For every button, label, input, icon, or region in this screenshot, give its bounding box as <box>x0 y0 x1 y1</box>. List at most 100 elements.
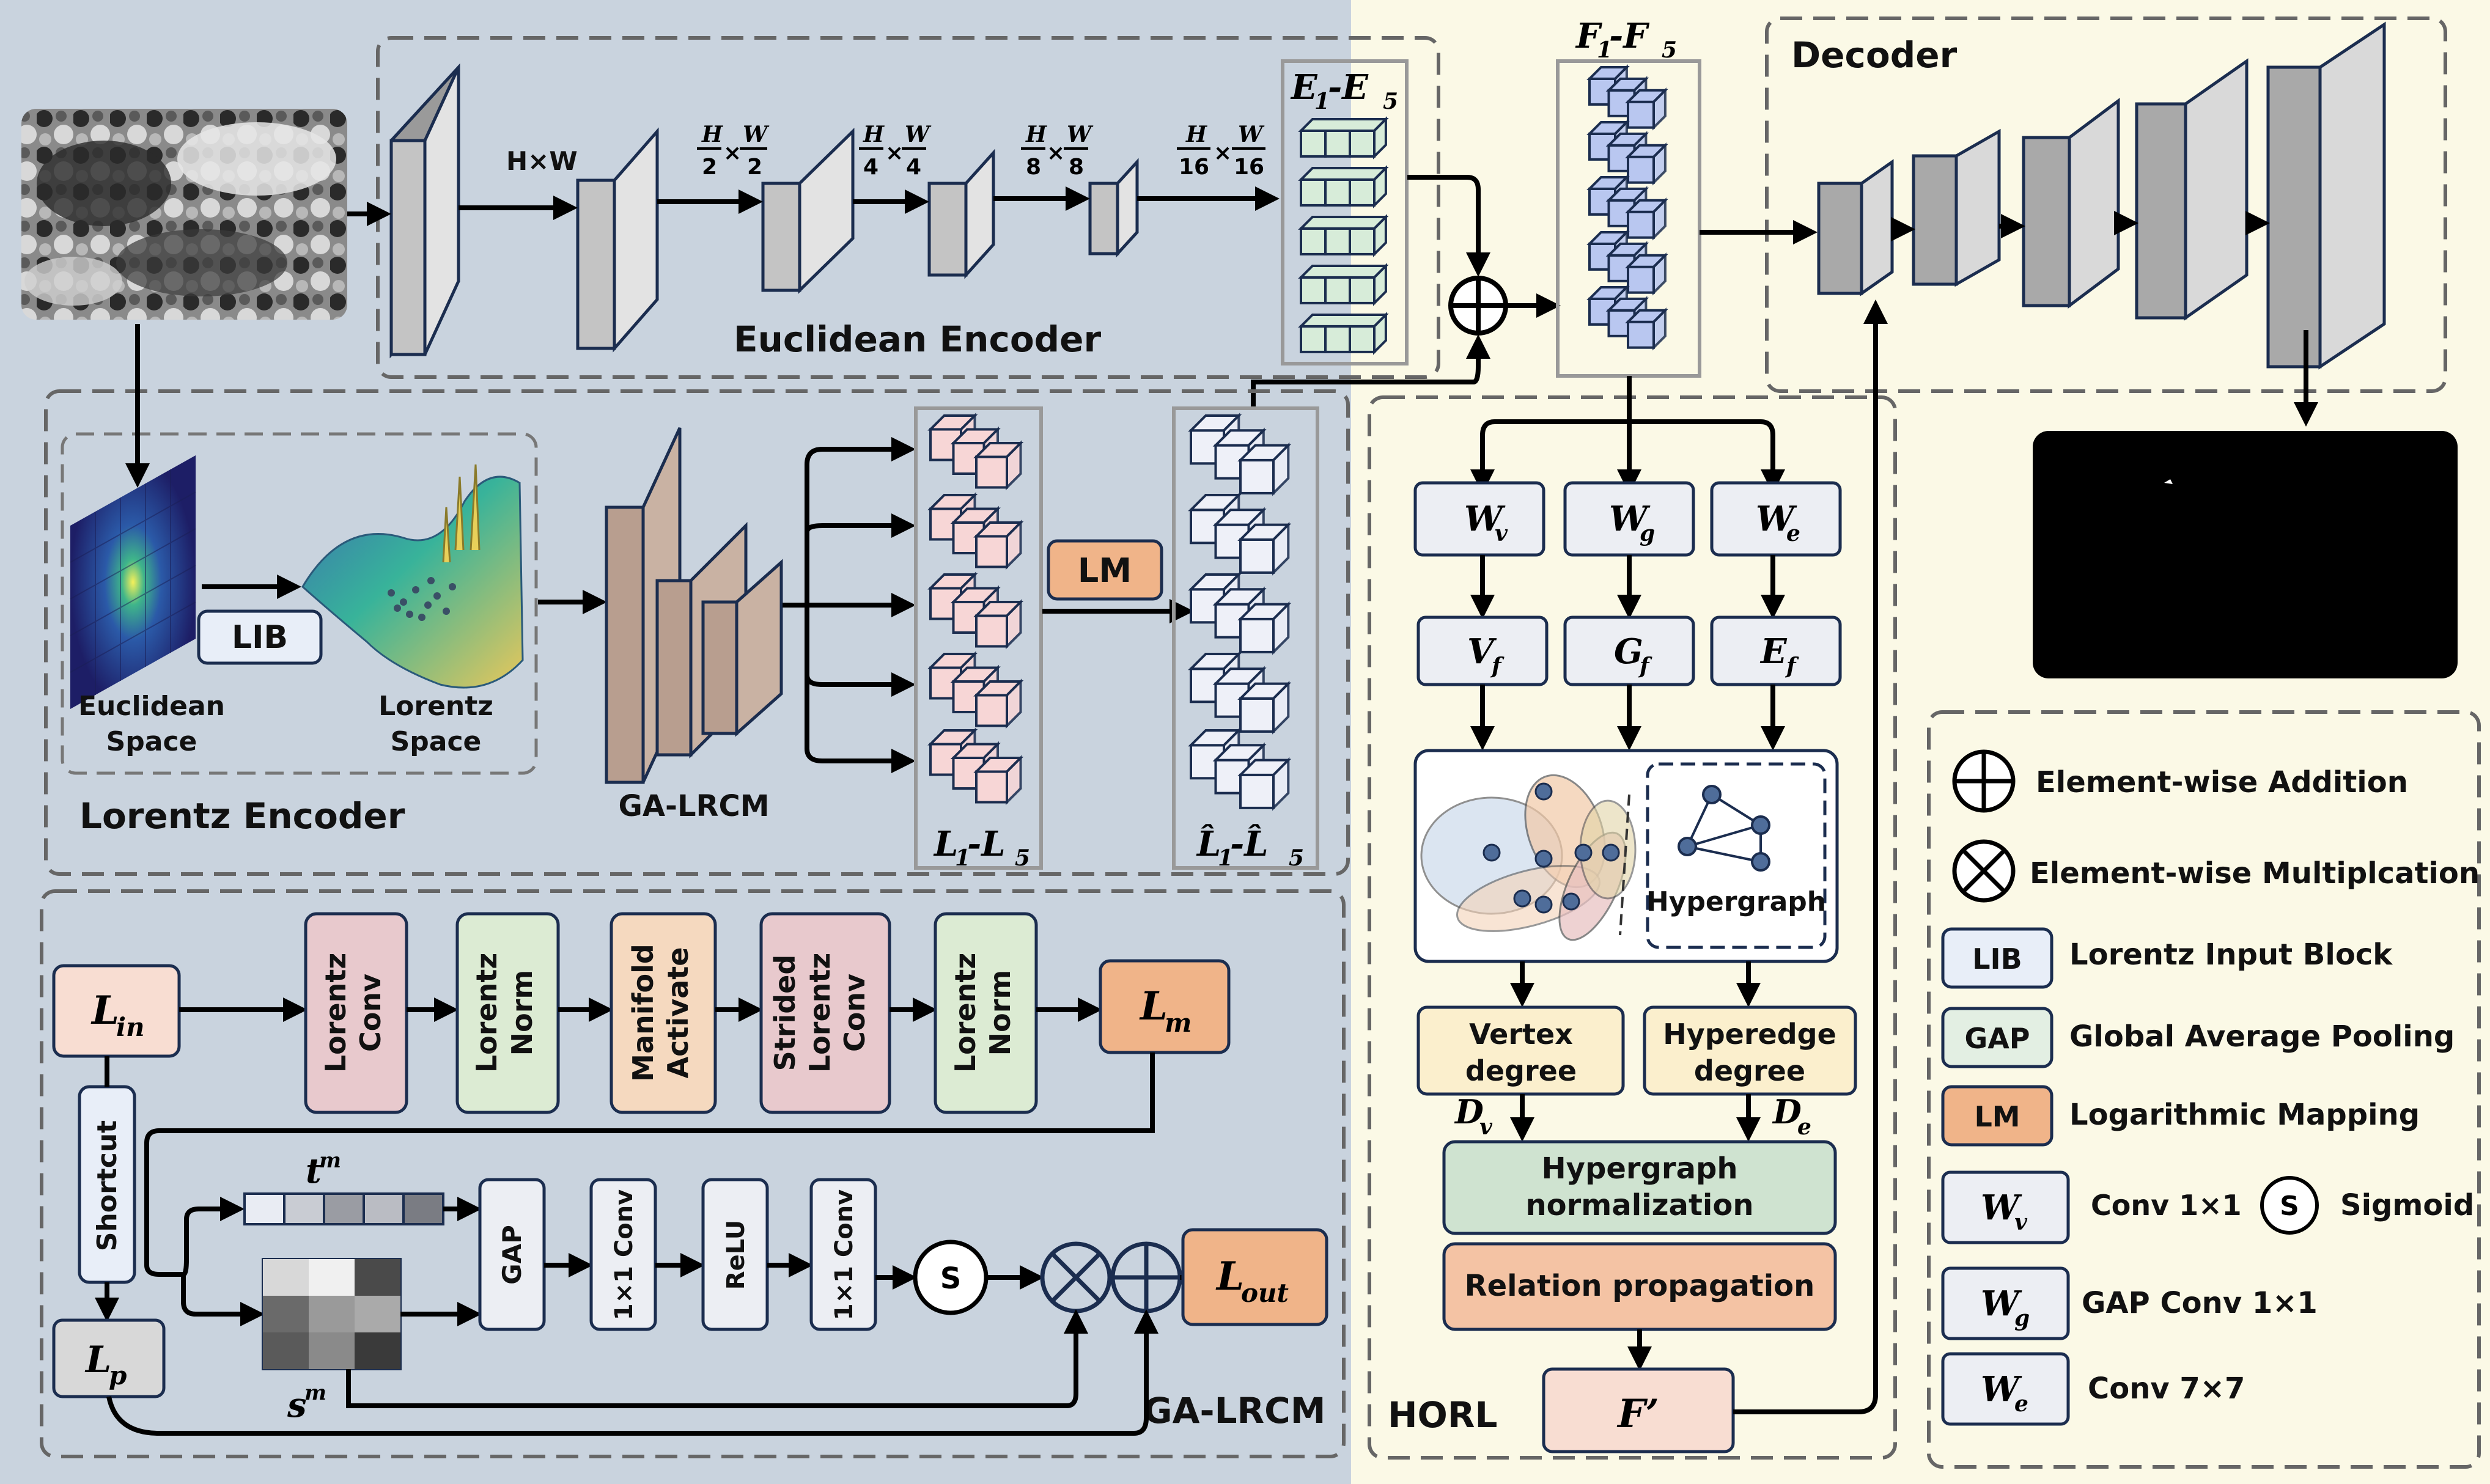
lorentz-space-label-2: Space <box>391 726 482 757</box>
l-row-2 <box>927 492 1024 570</box>
lhat-stack-cubes <box>1188 413 1292 811</box>
encoder-block-3 <box>761 128 855 294</box>
output-mask <box>2033 431 2458 678</box>
decoder-frame <box>1765 17 2447 393</box>
svg-text:1: 1 <box>1218 845 1233 871</box>
lhat-row-2 <box>1188 492 1292 576</box>
svg-text:-F: -F <box>1609 16 1650 56</box>
size-label-sixteenth: H 16 × W 16 <box>1177 122 1265 180</box>
e-row-3 <box>1298 214 1389 257</box>
addition-junction <box>1448 276 1508 336</box>
l-out-box: L out <box>1181 1228 1328 1326</box>
galrcm-branch-arrows <box>783 437 916 773</box>
galrcm-detail-frame <box>40 889 1346 1458</box>
svg-text:1: 1 <box>1597 37 1612 63</box>
svg-text:p: p <box>109 1361 127 1390</box>
strided-lorentz-conv-box: Strided Lorentz Conv <box>759 912 891 1114</box>
lorentz-encoder-title: Lorentz Encoder <box>79 795 405 837</box>
l-row-1 <box>927 413 1024 491</box>
l-row-5 <box>927 727 1024 806</box>
l-p-box: L p <box>52 1318 166 1398</box>
arrow-sm-mult <box>346 1309 1088 1408</box>
f-prime-label: F’ <box>1616 1391 1659 1437</box>
f-stack-cubes <box>1586 64 1668 351</box>
svg-text:E: E <box>1290 67 1318 108</box>
l-in-box: L in <box>52 964 181 1058</box>
l-row-3 <box>927 571 1024 650</box>
manifold-activate-box: Manifold Activate <box>610 912 717 1114</box>
legend-sigmoid-icon: S <box>2260 1176 2319 1235</box>
lib-frame <box>61 432 538 775</box>
svg-text:m: m <box>1165 1008 1192 1038</box>
lorentz-space-label-1: Lorentz <box>378 691 493 722</box>
svg-text:5: 5 <box>1383 89 1398 114</box>
wg-box: W g <box>1563 481 1695 557</box>
f-row-5 <box>1586 284 1668 351</box>
legend-lm-desc: Logarithmic Mapping <box>2069 1098 2420 1132</box>
e-stack-label: E 1 -E 5 <box>1290 67 1398 114</box>
lhat-stack-frame <box>1172 406 1319 870</box>
lorentz-encoder-frame <box>44 389 1350 876</box>
hypergraph-divider <box>1619 794 1630 936</box>
vertex-degree-label-1: Vertex <box>1469 1018 1573 1051</box>
svg-text:g: g <box>2014 1306 2030 1331</box>
arrow-to-tm <box>159 1197 245 1277</box>
arrow-lhat-to-add <box>1251 334 1490 410</box>
svg-text:Lorentz: Lorentz <box>319 953 352 1073</box>
svg-text:D: D <box>1772 1092 1802 1131</box>
svg-text:×: × <box>723 141 742 166</box>
decoder-block-4 <box>2135 58 2249 321</box>
l-m-box: L m <box>1099 959 1231 1054</box>
legend-frame <box>1927 710 2481 1469</box>
sigmoid-icon: S <box>913 1240 989 1315</box>
input-image <box>21 109 347 320</box>
lhat-row-4 <box>1188 651 1292 735</box>
svg-text:L: L <box>1139 983 1168 1029</box>
svg-text:e: e <box>2014 1391 2028 1417</box>
svg-text:L̂: L̂ <box>1196 823 1221 864</box>
s-m-label: s m <box>287 1381 326 1425</box>
svg-text:out: out <box>1241 1278 1289 1308</box>
svg-text:S: S <box>2280 1191 2299 1222</box>
svg-text:H: H <box>863 122 885 147</box>
f-row-4 <box>1586 229 1668 296</box>
legend-add-label: Element-wise Addition <box>2036 765 2408 799</box>
hypergraph-normalization-label-2: normalization <box>1525 1188 1753 1222</box>
legend-mult-icon <box>1952 839 2016 903</box>
e-row-1 <box>1298 116 1389 160</box>
svg-text:16: 16 <box>1179 155 1209 180</box>
svg-text:Norm: Norm <box>984 970 1017 1056</box>
svg-text:1×1 Conv: 1×1 Conv <box>610 1189 638 1321</box>
hypergraph-icon <box>1678 785 1770 872</box>
svg-text:×: × <box>1047 141 1065 166</box>
svg-text:H: H <box>1025 122 1047 147</box>
galrcm-label: GA-LRCM <box>618 789 769 823</box>
euclidean-space-heatmap <box>70 455 196 709</box>
galrcm-stack <box>605 427 783 784</box>
svg-text:H: H <box>701 122 723 147</box>
arrow-e-to-add <box>1407 175 1490 277</box>
encoder-block-5 <box>1088 158 1139 258</box>
e-row-2 <box>1298 165 1389 208</box>
s-m-map <box>262 1258 402 1370</box>
svg-text:1: 1 <box>955 845 970 871</box>
svg-text:Conv: Conv <box>838 974 871 1052</box>
svg-text:Manifold: Manifold <box>627 944 660 1082</box>
legend-gap-box <box>1941 1007 2054 1068</box>
decoder-block-1 <box>1817 159 1894 296</box>
svg-text:V: V <box>1467 631 1497 672</box>
hypergraph-normalization-label-1: Hypergraph <box>1542 1152 1738 1186</box>
svg-text:m: m <box>304 1381 326 1405</box>
svg-text:Strided: Strided <box>768 955 801 1071</box>
lm-label: LM <box>1078 551 1132 590</box>
euclidean-encoder-title: Euclidean Encoder <box>734 318 1102 360</box>
l-row-4 <box>927 651 1024 729</box>
svg-text:4: 4 <box>863 155 878 180</box>
svg-text:W: W <box>1609 499 1651 539</box>
svg-text:W: W <box>743 122 770 147</box>
svg-text:5: 5 <box>1289 845 1304 871</box>
e-stack-cubes <box>1298 116 1389 355</box>
hypergraph-normalization-box <box>1442 1140 1837 1235</box>
svg-text:S: S <box>940 1262 962 1296</box>
svg-text:W: W <box>1464 499 1506 539</box>
